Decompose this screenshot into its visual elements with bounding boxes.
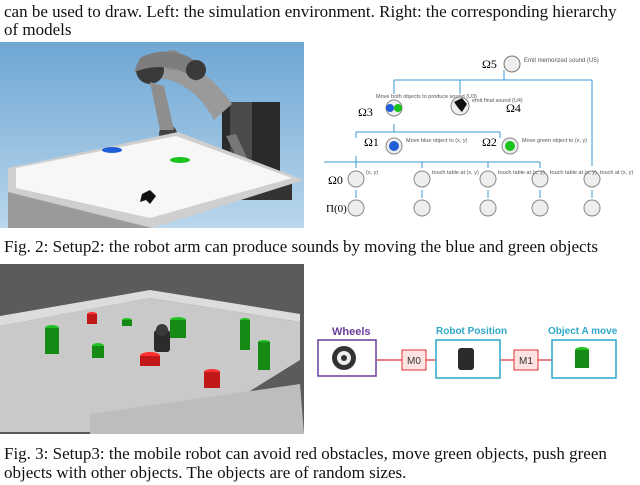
green-object-icon bbox=[394, 104, 402, 112]
leaf-label-4: touch at (x, y) bbox=[600, 170, 633, 176]
fig2-simulation-image bbox=[0, 42, 304, 228]
fig3-simulation-image bbox=[0, 264, 304, 434]
n4-label: emit final sound (U4) bbox=[472, 98, 523, 104]
fig2-hierarchy-diagram: Ω5 Emit memorized sound (U5) Ω3 Move bot… bbox=[314, 46, 640, 226]
intro-line-2: of models bbox=[4, 20, 72, 39]
wheels-title: Wheels bbox=[332, 326, 371, 338]
n3-symbol: Ω3 bbox=[358, 105, 373, 119]
m0-label: M0 bbox=[407, 356, 421, 367]
base-symbol: Π(0) bbox=[326, 203, 347, 215]
n3-label: Move both objects to produce sound (U3) bbox=[376, 94, 477, 100]
leaf-label-3: touch table at (x, y) bbox=[550, 170, 597, 176]
n2-label: Move green object to (x, y) bbox=[522, 138, 587, 144]
fig3-caption-line-2: objects with other objects. The objects … bbox=[4, 463, 407, 482]
leaf-label-0: (x, y) bbox=[366, 170, 378, 176]
m1-label: M1 bbox=[519, 356, 533, 367]
object-a-move-title: Object A move bbox=[548, 326, 618, 337]
fig3-model-chain: Wheels M0 Robot Position M1 Object A mov… bbox=[314, 320, 640, 384]
mobile-robot-icon bbox=[154, 330, 170, 352]
fig2-caption: Fig. 2: Setup2: the robot arm can produc… bbox=[4, 237, 598, 256]
blue-ball-icon bbox=[389, 141, 399, 151]
green-ball-icon bbox=[505, 141, 515, 151]
root-symbol: Ω5 bbox=[482, 57, 497, 71]
n2-symbol: Ω2 bbox=[482, 135, 497, 149]
robot-position-title: Robot Position bbox=[436, 326, 507, 337]
leaf-label-2: touch table at (x, y) bbox=[498, 170, 545, 176]
level0-symbol: Ω0 bbox=[328, 173, 343, 187]
intro-line-1: can be used to draw. Left: the simulatio… bbox=[4, 2, 617, 21]
sound-icon bbox=[503, 55, 521, 73]
fig3-caption-line-1: Fig. 3: Setup3: the mobile robot can avo… bbox=[4, 444, 607, 463]
n1-symbol: Ω1 bbox=[364, 135, 379, 149]
blue-object-icon bbox=[386, 104, 394, 112]
root-label: Emit memorized sound (U5) bbox=[524, 58, 599, 64]
n4-symbol: Ω4 bbox=[506, 101, 521, 115]
robot-icon bbox=[458, 348, 474, 370]
green-cylinder-icon bbox=[575, 350, 589, 368]
sound-shape-icon bbox=[454, 98, 467, 112]
n1-label: Move blue object to (x, y) bbox=[406, 138, 468, 144]
leaf-label-1: touch table at (x, y) bbox=[432, 170, 479, 176]
